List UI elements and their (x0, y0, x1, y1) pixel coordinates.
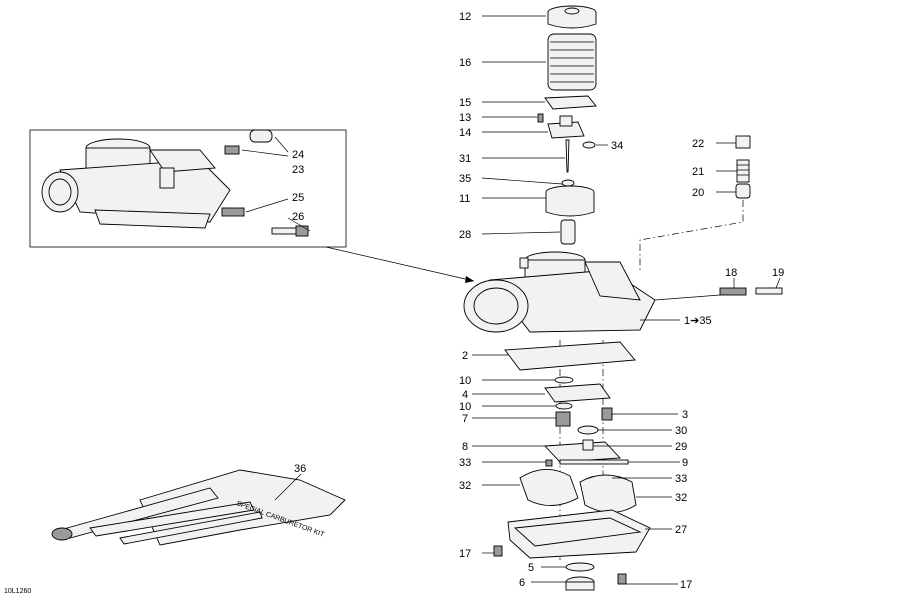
inset-spring-25 (221, 207, 245, 217)
callout-34: 34 (611, 140, 623, 152)
callout-28: 28 (459, 229, 471, 241)
inset-frame (29, 129, 347, 248)
callout-12: 12 (459, 11, 471, 23)
inset-plug-part (249, 129, 273, 143)
callout-31: 31 (459, 153, 471, 165)
part-18-spring (719, 287, 747, 296)
part-4-plate (544, 383, 611, 403)
callout-26: 26 (292, 211, 304, 223)
part-7-valve-seat (555, 411, 571, 427)
inset-arrow (325, 246, 475, 282)
callout-19: 19 (772, 267, 784, 279)
part-16-spring (547, 33, 597, 91)
leader-lines (274, 15, 781, 585)
part-31-jet-needle (565, 139, 570, 173)
part-14-needle-clip-plate (547, 115, 585, 139)
callout-33-right: 33 (675, 473, 687, 485)
part-3-pilot-jet (601, 407, 613, 421)
callout-30: 30 (675, 425, 687, 437)
callout-23: 23 (292, 164, 304, 176)
callout-9: 9 (682, 457, 688, 469)
part-35-washer (561, 179, 575, 187)
part-36-tool-kit (51, 469, 346, 546)
callout-5: 5 (528, 562, 534, 574)
inset-carburetor-body (41, 138, 231, 229)
callout-20: 20 (692, 187, 704, 199)
part-17-screws (493, 545, 627, 585)
callout-14: 14 (459, 127, 471, 139)
callout-29: 29 (675, 441, 687, 453)
callout-16: 16 (459, 57, 471, 69)
callout-6: 6 (519, 577, 525, 589)
callout-21: 21 (692, 166, 704, 178)
inset-arrowhead (465, 276, 474, 283)
callout-18: 18 (725, 267, 737, 279)
part-10-o-ring-lower (555, 402, 573, 410)
part-8-float-arm (544, 441, 621, 463)
centerline-choke (639, 200, 744, 270)
callout-17-left: 17 (459, 548, 471, 560)
callout-15: 15 (459, 97, 471, 109)
diagram-code: 10L1260 (4, 588, 31, 595)
part-30-main-jet (577, 425, 599, 435)
part-32-floats (519, 469, 637, 513)
callout-labels: 12 16 15 13 14 34 31 35 11 28 22 21 20 1… (292, 11, 784, 591)
callout-27: 27 (675, 524, 687, 536)
part-9-float-pin (559, 459, 629, 465)
callout-10-upper: 10 (459, 375, 471, 387)
inset-screw-26 (271, 225, 309, 237)
part-6-drain-plug (565, 576, 595, 591)
part-29-needle-valve (582, 439, 594, 451)
part-12-cap (547, 5, 597, 29)
callout-4: 4 (462, 389, 468, 401)
part-34-e-clip (582, 141, 596, 149)
part-22-fitting (735, 135, 751, 149)
callout-32-left: 32 (459, 480, 471, 492)
callout-35: 35 (459, 173, 471, 185)
part-20-plunger (735, 183, 751, 199)
callout-7: 7 (462, 413, 468, 425)
part-11-throttle-slide (545, 185, 595, 217)
callout-8: 8 (462, 441, 468, 453)
part-27-float-bowl (507, 509, 651, 559)
part-5-o-ring (565, 562, 595, 572)
callout-32-right: 32 (675, 492, 687, 504)
callout-1-35: 1➔35 (684, 315, 712, 327)
callout-36: 36 (294, 463, 306, 475)
callout-2: 2 (462, 350, 468, 362)
part-28-needle-jet (560, 219, 576, 245)
callout-11: 11 (459, 193, 470, 205)
callout-3: 3 (682, 409, 688, 421)
callout-13: 13 (459, 112, 471, 124)
part-21-spring (736, 159, 750, 183)
part-2-gasket (504, 341, 636, 371)
callout-24: 24 (292, 149, 304, 161)
callout-33-left: 33 (459, 457, 471, 469)
part-15-retainer (544, 95, 597, 110)
part-13-screw (537, 113, 544, 123)
inset-screw-23 (224, 145, 240, 155)
callout-25: 25 (292, 192, 304, 204)
callout-17-right: 17 (680, 579, 692, 591)
part-10-o-ring (554, 376, 574, 384)
part-19-screw (755, 287, 783, 295)
callout-10-lower: 10 (459, 401, 471, 413)
callout-22: 22 (692, 138, 704, 150)
part-1-carburetor-body (463, 251, 656, 333)
